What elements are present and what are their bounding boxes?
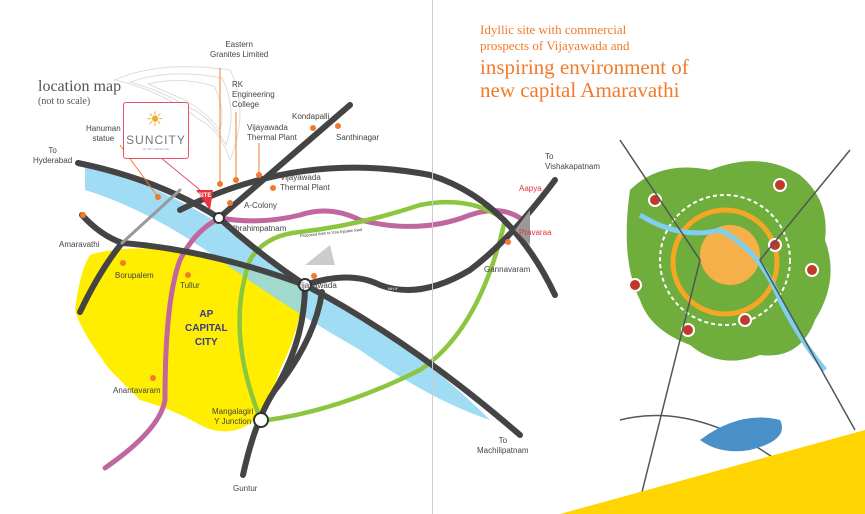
label-line: Engineering xyxy=(232,90,275,99)
label-line: Thermal Plant xyxy=(280,183,330,192)
label-line: Y Junction xyxy=(214,417,252,426)
site-label: SITE xyxy=(198,193,212,199)
label-a-colony: A-Colony xyxy=(244,201,277,210)
label-line: Eastern xyxy=(225,40,253,49)
label-borupalem: Borupalem xyxy=(115,271,154,280)
label-line: Mangalagiri xyxy=(212,407,254,416)
sun-icon: ☀ xyxy=(146,109,164,131)
label-line: Vijayawada xyxy=(247,123,288,132)
label-vijayawada: Vijayawada xyxy=(296,281,337,290)
nh9-road xyxy=(272,289,325,393)
amaravathi-road xyxy=(79,212,308,288)
label-kondapalli: Kondapalli xyxy=(292,112,330,121)
label-line: Hanuman xyxy=(86,124,121,133)
label-aapya: Aapya xyxy=(519,184,542,193)
label-line: Machilipatnam xyxy=(477,446,529,455)
label-line: To xyxy=(498,436,508,445)
label-tullur: Tullur xyxy=(180,281,200,290)
label-line: Hyderabad xyxy=(33,156,73,165)
label-line: RK xyxy=(232,80,244,89)
magenta-road xyxy=(102,208,523,471)
site-marker-shape xyxy=(196,190,213,210)
vizag-road xyxy=(302,177,558,293)
west-road xyxy=(77,240,125,315)
label-line: AP xyxy=(199,309,214,320)
map-title: location map xyxy=(38,78,122,95)
map-subtitle: (not to scale) xyxy=(38,96,91,107)
label-ibrahimpatnam: Ibrahimpatnam xyxy=(233,224,287,233)
logo-name: SUNCITY xyxy=(126,133,186,147)
label-line: To xyxy=(545,152,554,161)
headline-line: prospects of Vijayawada and xyxy=(480,38,630,53)
headline-line: Idyllic site with commercial xyxy=(480,22,627,37)
label-line: CITY xyxy=(194,337,218,348)
label-line: Thermal Plant xyxy=(247,133,297,142)
amaravathi-master-plan-inset xyxy=(560,139,865,514)
road-label-nh9: NH-9 xyxy=(388,286,398,291)
outer-ring-road xyxy=(177,164,558,298)
kondapalli-road xyxy=(216,102,353,221)
label-line: Vishakapatnam xyxy=(545,162,600,171)
label-santhinagar: Santhinagar xyxy=(336,133,380,142)
label-pravaraa: Pravaraa xyxy=(519,228,552,237)
triangle-marker xyxy=(305,245,335,265)
krishna-river xyxy=(85,165,490,420)
label-line: To xyxy=(48,146,57,155)
headline-line: inspiring environment of xyxy=(480,55,689,79)
label-amaravathi: Amaravathi xyxy=(59,240,100,249)
gray-road xyxy=(120,188,182,245)
headline-small: Idyllic site with commercial prospects o… xyxy=(480,22,630,54)
ap-capital-city-label: AP CAPITAL CITY xyxy=(185,308,228,350)
logo-pointer xyxy=(159,156,201,191)
label-line: CAPITAL xyxy=(185,323,228,334)
label-line: College xyxy=(232,100,260,109)
label-line: Vijayawada xyxy=(280,173,321,182)
logo-tagline: @ AP's Capital City xyxy=(143,147,169,151)
page-divider xyxy=(432,0,433,514)
suncity-logo: ☀ SUNCITY @ AP's Capital City xyxy=(123,102,189,159)
headline-large: inspiring environment of new capital Ama… xyxy=(480,56,689,102)
label-guntur: Guntur xyxy=(233,484,258,493)
label-anantavaram: Anantavaram xyxy=(113,386,161,395)
label-gannavaram: Gannavaram xyxy=(484,265,531,274)
headline-line: new capital Amaravathi xyxy=(480,78,680,102)
triangle-marker-2 xyxy=(515,210,530,245)
label-line: Granites Limited xyxy=(210,50,269,59)
label-line: statue xyxy=(92,134,115,143)
junctions xyxy=(213,212,312,428)
